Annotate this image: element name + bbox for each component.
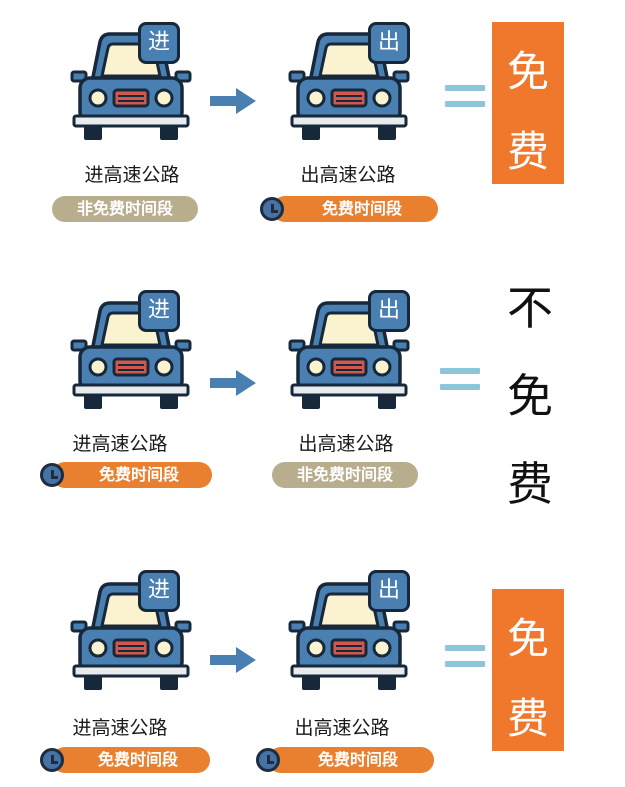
equals-icon — [440, 368, 480, 398]
exit-period-pill: 免费时间段 — [272, 196, 438, 222]
enter-period-pill: 非免费时间段 — [52, 196, 198, 222]
result-char: 费 — [506, 127, 549, 176]
clock-icon — [40, 748, 64, 772]
enter-period-pill: 免费时间段 — [52, 747, 210, 773]
result-char: 费 — [507, 457, 553, 511]
arrow-right-icon — [210, 88, 256, 114]
enter-badge: 进 — [138, 22, 180, 64]
result-char: 费 — [506, 694, 549, 743]
enter-badge: 进 — [138, 570, 180, 612]
clock-icon — [256, 748, 280, 772]
exit-label: 出高速公路 — [294, 717, 390, 739]
enter-label: 进高速公路 — [72, 717, 168, 739]
row-2: 进 出 不 免 费 进高速公路 免费时间段 出高速公路 非免费时间段 — [0, 262, 625, 511]
result-char: 免 — [507, 369, 553, 423]
enter-label: 进高速公路 — [72, 433, 168, 455]
row-3: 进 出 免 费 进高速公路 免费时间段 出高速公路 免费时间段 — [0, 545, 625, 785]
result-free-box: 免 费 — [492, 22, 564, 184]
exit-period-pill: 免费时间段 — [268, 747, 434, 773]
result-char: 不 — [507, 281, 553, 335]
exit-badge: 出 — [368, 570, 410, 612]
result-char: 免 — [506, 47, 549, 96]
exit-label: 出高速公路 — [298, 433, 394, 455]
exit-label: 出高速公路 — [300, 164, 396, 186]
enter-badge: 进 — [138, 290, 180, 332]
exit-period-pill: 非免费时间段 — [272, 462, 418, 488]
result-free-box: 免 费 — [492, 589, 564, 751]
clock-icon — [260, 197, 284, 221]
equals-icon — [445, 645, 485, 675]
row-1: 进 出 免 费 进高速公路 非免费时间段 出高速公路 免费时间段 — [0, 0, 625, 240]
arrow-right-icon — [210, 370, 256, 396]
equals-icon — [445, 85, 485, 115]
exit-badge: 出 — [368, 22, 410, 64]
result-char: 免 — [506, 614, 549, 663]
arrow-right-icon — [210, 647, 256, 673]
enter-period-pill: 免费时间段 — [52, 462, 212, 488]
exit-badge: 出 — [368, 290, 410, 332]
clock-icon — [40, 463, 64, 487]
enter-label: 进高速公路 — [84, 164, 180, 186]
